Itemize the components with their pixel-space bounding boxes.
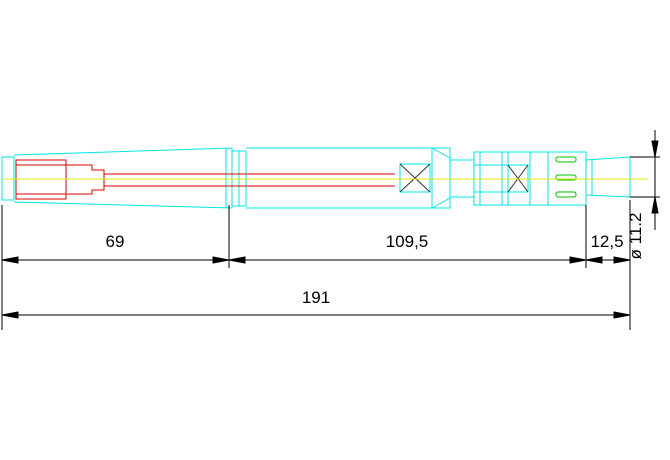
part-outline — [1, 147, 631, 209]
green-markings — [555, 156, 577, 198]
dim-seg1: 69 — [106, 232, 125, 251]
body-section-2 — [246, 147, 451, 209]
dim-total: 191 — [302, 288, 330, 307]
dim-seg2: 109,5 — [386, 232, 429, 251]
dimension-lines — [1, 130, 660, 330]
wrench-flats — [399, 163, 529, 193]
thread-section — [15, 159, 395, 200]
dim-seg3: 12,5 — [590, 232, 623, 251]
dim-diameter: ø 11.2 — [626, 213, 645, 260]
body-section-1 — [13, 147, 233, 209]
left-cap — [1, 156, 15, 201]
tip — [585, 156, 631, 198]
